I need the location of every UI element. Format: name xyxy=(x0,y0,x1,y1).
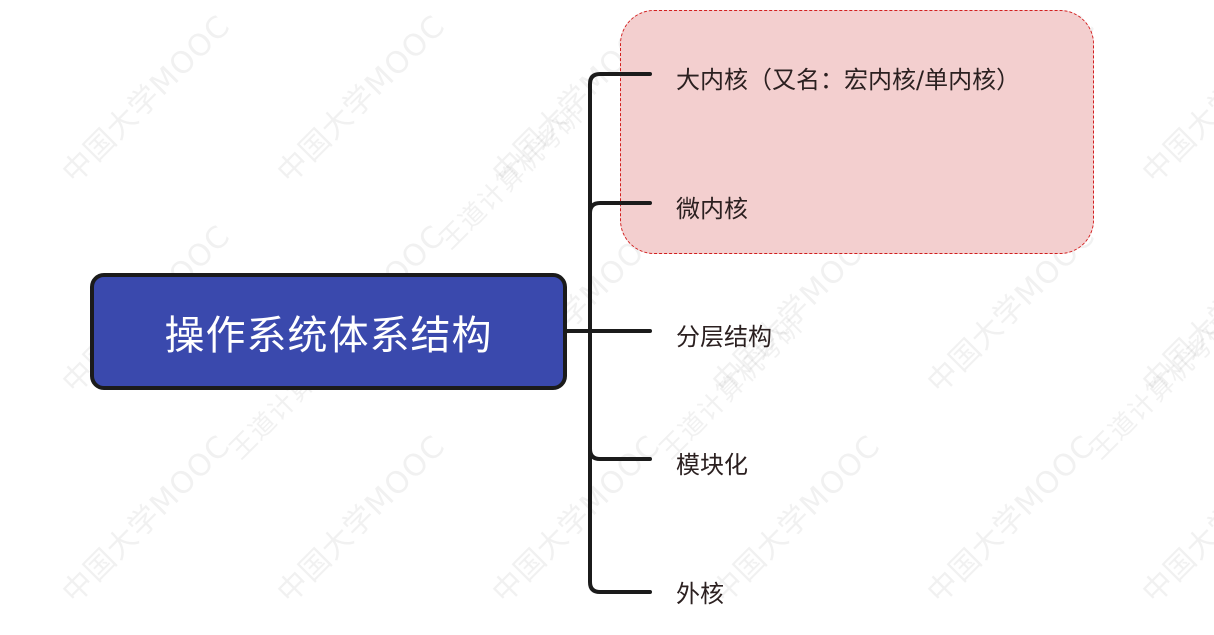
branch-label: 微内核 xyxy=(676,195,748,223)
root-label: 操作系统体系结构 xyxy=(164,312,493,359)
bracket-line xyxy=(588,72,652,594)
branch-label: 模块化 xyxy=(676,451,748,479)
root-node[interactable]: 操作系统体系结构 xyxy=(90,273,567,390)
branch-label: 外核 xyxy=(676,580,724,608)
branch-node-layered[interactable]: 分层结构 xyxy=(676,317,772,352)
highlight-region xyxy=(620,10,1094,254)
branch-node-exokernel[interactable]: 外核 xyxy=(676,574,724,609)
branch-node-monolithic-kernel[interactable]: 大内核（又名：宏内核/单内核） xyxy=(676,60,1020,95)
branch-label: 大内核（又名：宏内核/单内核） xyxy=(676,66,1021,94)
branch-node-microkernel[interactable]: 微内核 xyxy=(676,189,748,224)
branch-node-modular[interactable]: 模块化 xyxy=(676,445,748,480)
branch-label: 分层结构 xyxy=(676,323,772,351)
branch-connector xyxy=(588,447,652,461)
branch-connector xyxy=(588,201,652,215)
